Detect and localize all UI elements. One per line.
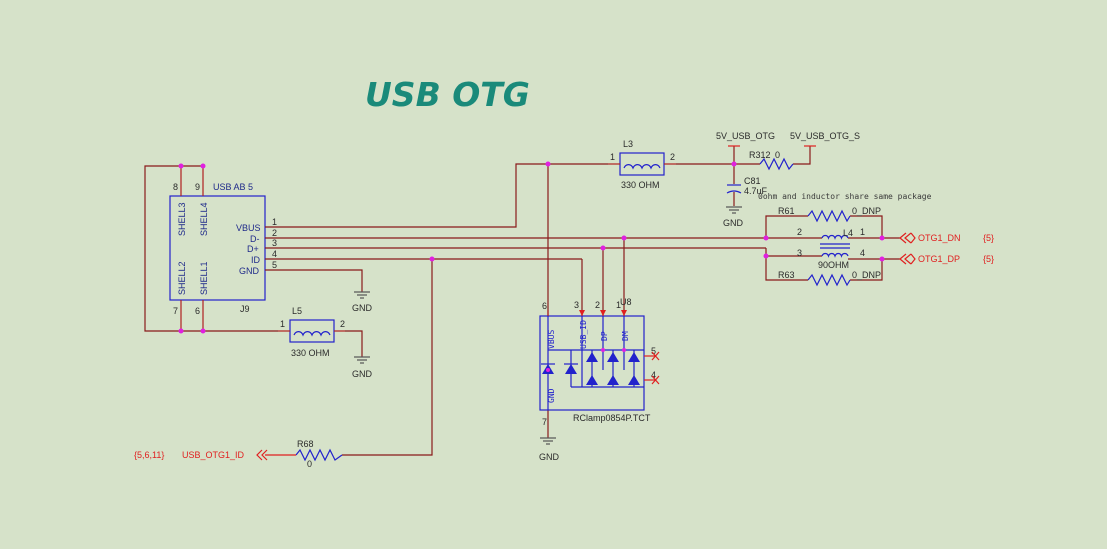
- svg-text:5V_USB_OTG_S: 5V_USB_OTG_S: [790, 131, 860, 141]
- u8-ref: U8: [620, 297, 632, 307]
- u8-pin2: 2: [595, 300, 600, 310]
- l5-value: 330 OHM: [291, 348, 330, 358]
- ground-symbol-l5: GND: [352, 356, 373, 379]
- l4-pin1: 1: [860, 227, 865, 237]
- connector-ref: J9: [240, 304, 250, 314]
- pin-num-8: 8: [173, 182, 178, 192]
- svg-text:{5,6,11}: {5,6,11}: [134, 450, 164, 460]
- svg-text:DP: DP: [600, 331, 609, 341]
- svg-text:OTG1_DN: OTG1_DN: [918, 233, 961, 243]
- svg-text:{5}: {5}: [983, 233, 994, 243]
- port-usb-otg1-id[interactable]: USB_OTG1_ID {5,6,11}: [134, 449, 268, 461]
- svg-text:GND: GND: [352, 303, 373, 313]
- l4-pin3: 3: [797, 248, 802, 258]
- r63-ref: R63: [778, 270, 795, 280]
- resistor-r68[interactable]: R68 0: [265, 439, 343, 469]
- u8-part: RClamp0854P.TCT: [573, 413, 651, 423]
- resistor-r61[interactable]: R61 0_DNP: [778, 206, 881, 223]
- power-5v-usb-otg-s: 5V_USB_OTG_S: [790, 131, 860, 147]
- svg-text:5V_USB_OTG: 5V_USB_OTG: [716, 131, 775, 141]
- resistor-r312[interactable]: R312 0: [749, 150, 794, 171]
- pin-label-dp: D+: [247, 244, 259, 254]
- pin-num-6: 6: [195, 306, 200, 316]
- svg-text:VBUS: VBUS: [547, 330, 556, 349]
- pin-label-id: ID: [251, 255, 261, 265]
- inductor-l3[interactable]: L3 330 OHM 1 2: [608, 139, 676, 190]
- port-otg1-dn[interactable]: OTG1_DN {5}: [899, 232, 994, 244]
- capacitor-c81[interactable]: C81 4.7uF: [726, 176, 768, 196]
- wires: [144, 146, 900, 456]
- pin-num-9: 9: [195, 182, 200, 192]
- u8-pin6: 6: [542, 301, 547, 311]
- svg-text:GND: GND: [723, 218, 744, 228]
- r68-value: 0: [307, 459, 312, 469]
- l4-pin2: 2: [797, 227, 802, 237]
- u8-pin4: 4: [651, 370, 656, 380]
- pin-label-vbus: VBUS: [236, 223, 261, 233]
- r63-value: 0_DNP: [852, 270, 881, 280]
- pin-label-dm: D-: [250, 234, 260, 244]
- pin-label-gnd: GND: [239, 266, 260, 276]
- pin-num-7: 7: [173, 306, 178, 316]
- pin-label-shell3: SHELL3: [177, 202, 187, 236]
- svg-text:GND: GND: [539, 452, 560, 462]
- r68-ref: R68: [297, 439, 314, 449]
- svg-text:GND: GND: [547, 388, 556, 403]
- c81-ref: C81: [744, 176, 761, 186]
- r312-ref: R312: [749, 150, 771, 160]
- ground-symbol-u8: GND: [539, 437, 560, 462]
- junction-dots: [178, 161, 885, 372]
- svg-text:USB_ID: USB_ID: [579, 320, 588, 349]
- svg-text:DM: DM: [621, 331, 630, 341]
- l3-value: 330 OHM: [621, 180, 660, 190]
- esd-array-u8[interactable]: U8 RClamp0854P.TCT 6 3 2 1 5 4 7 VBUS US…: [539, 297, 660, 427]
- svg-text:GND: GND: [352, 369, 373, 379]
- l5-pin2: 2: [340, 319, 345, 329]
- usb-connector-j9[interactable]: USB AB 5 J9 8 9 SHELL3 SHELL4 7 6 SHELL2…: [169, 166, 277, 331]
- r312-value: 0: [775, 150, 780, 160]
- common-mode-choke-l4[interactable]: L4 90OHM 2 1 3 4: [797, 227, 865, 270]
- ground-symbol-c81: GND: [723, 206, 744, 228]
- power-5v-usb-otg: 5V_USB_OTG: [716, 131, 775, 147]
- u8-pin7: 7: [542, 417, 547, 427]
- u8-pin5: 5: [651, 346, 656, 356]
- u8-pin1: 1: [616, 300, 621, 310]
- l5-ref: L5: [292, 306, 302, 316]
- r61-ref: R61: [778, 206, 795, 216]
- l3-ref: L3: [623, 139, 633, 149]
- pin-label-shell1: SHELL1: [199, 261, 209, 295]
- pin-num-5: 5: [272, 260, 277, 270]
- pin-label-shell4: SHELL4: [199, 202, 209, 236]
- l5-pin1: 1: [280, 319, 285, 329]
- pin-num-2: 2: [272, 228, 277, 238]
- schematic-title: USB OTG: [365, 75, 530, 114]
- r61-value: 0_DNP: [852, 206, 881, 216]
- l4-pin4: 4: [860, 248, 865, 258]
- pin-label-shell2: SHELL2: [177, 261, 187, 295]
- l3-pin1: 1: [610, 152, 615, 162]
- package-note: 0ohm and inductor share same package: [758, 192, 932, 201]
- pin-num-4: 4: [272, 249, 277, 259]
- l4-ref: L4: [843, 228, 853, 238]
- svg-text:USB_OTG1_ID: USB_OTG1_ID: [182, 450, 245, 460]
- l4-value: 90OHM: [818, 260, 849, 270]
- inductor-l5[interactable]: L5 330 OHM 1 2: [278, 306, 345, 358]
- u8-pin3: 3: [574, 300, 579, 310]
- ground-symbol-j9: GND: [352, 291, 373, 313]
- connector-part: USB AB 5: [213, 182, 253, 192]
- c81-value: 4.7uF: [744, 186, 768, 196]
- resistor-r63[interactable]: R63 0_DNP: [778, 270, 881, 287]
- l3-pin2: 2: [670, 152, 675, 162]
- svg-text:OTG1_DP: OTG1_DP: [918, 254, 960, 264]
- svg-text:{5}: {5}: [983, 254, 994, 264]
- pin-num-1: 1: [272, 217, 277, 227]
- pin-num-3: 3: [272, 238, 277, 248]
- port-otg1-dp[interactable]: OTG1_DP {5}: [899, 253, 994, 265]
